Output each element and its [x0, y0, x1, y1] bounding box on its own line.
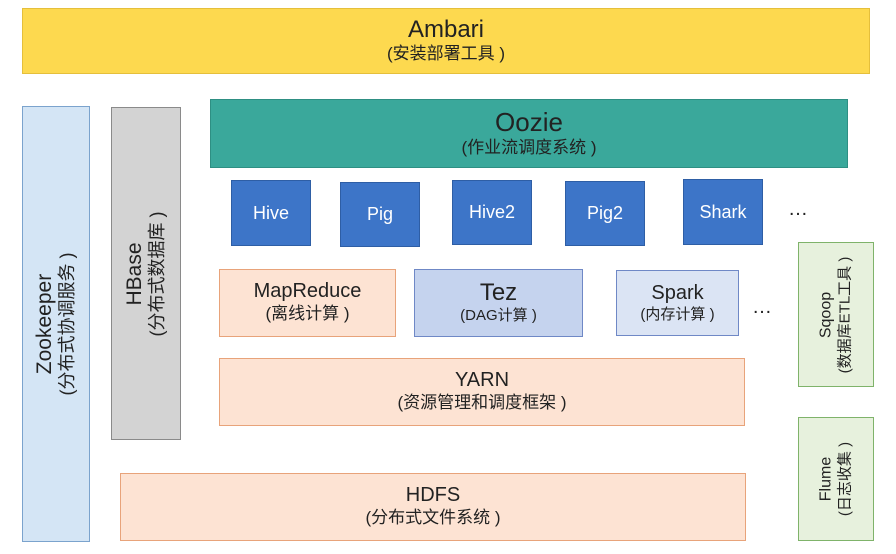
hbase-title: HBase: [122, 241, 146, 306]
hbase-box: HBase (分布式数据库 ): [111, 107, 181, 440]
hdfs-subtitle: (分布式文件系统 ): [365, 508, 501, 528]
yarn-title: YARN: [454, 369, 510, 392]
flume-box: Flume (日志收集 ): [798, 417, 874, 541]
spark-title: Spark: [651, 281, 704, 304]
yarn-box: YARN (资源管理和调度框架 ): [219, 358, 745, 426]
mapreduce-subtitle: (离线计算 ): [265, 304, 350, 324]
engines-more-ellipsis: …: [788, 198, 809, 220]
zookeeper-subtitle: (分布式协调服务 ): [56, 252, 77, 396]
flume-subtitle: (日志收集 ): [836, 441, 854, 517]
engine-hive2: Hive2: [452, 180, 532, 245]
engine-hive: Hive: [231, 180, 311, 246]
engine-label: Hive2: [468, 202, 516, 222]
engine-pig2: Pig2: [565, 181, 645, 246]
mapreduce-title: MapReduce: [253, 280, 362, 303]
hbase-subtitle: (分布式数据库 ): [146, 211, 167, 336]
spark-box: Spark (内存计算 ): [616, 270, 739, 336]
zookeeper-box: Zookeeper (分布式协调服务 ): [22, 106, 90, 542]
sqoop-box: Sqoop (数据库ETL工具 ): [798, 242, 874, 387]
engine-label: Pig: [366, 204, 393, 224]
sqoop-subtitle: (数据库ETL工具 ): [836, 256, 854, 373]
hdfs-box: HDFS (分布式文件系统 ): [120, 473, 746, 541]
spark-subtitle: (内存计算 ): [640, 305, 715, 323]
engine-pig: Pig: [340, 182, 420, 247]
zookeeper-title: Zookeeper: [32, 273, 56, 375]
ambari-subtitle: (安装部署工具 ): [386, 44, 506, 64]
ambari-title: Ambari: [407, 15, 485, 43]
sqoop-title: Sqoop: [817, 291, 835, 338]
engine-shark: Shark: [683, 179, 763, 245]
oozie-title: Oozie: [495, 107, 563, 138]
flume-title: Flume: [817, 456, 835, 502]
tez-subtitle: (DAG计算 ): [460, 307, 537, 325]
frameworks-more-ellipsis: …: [752, 296, 773, 318]
yarn-subtitle: (资源管理和调度框架 ): [397, 393, 567, 413]
tez-box: Tez (DAG计算 ): [414, 269, 583, 337]
engine-label: Pig2: [586, 203, 624, 223]
engine-label: Shark: [699, 201, 747, 222]
oozie-subtitle: (作业流调度系统 ): [461, 137, 597, 157]
hdfs-title: HDFS: [405, 484, 461, 507]
ambari-box: Ambari (安装部署工具 ): [22, 8, 870, 74]
mapreduce-box: MapReduce (离线计算 ): [219, 269, 396, 337]
tez-title: Tez: [479, 279, 518, 307]
engine-label: Hive: [252, 202, 289, 223]
oozie-box: Oozie (作业流调度系统 ): [210, 99, 848, 168]
